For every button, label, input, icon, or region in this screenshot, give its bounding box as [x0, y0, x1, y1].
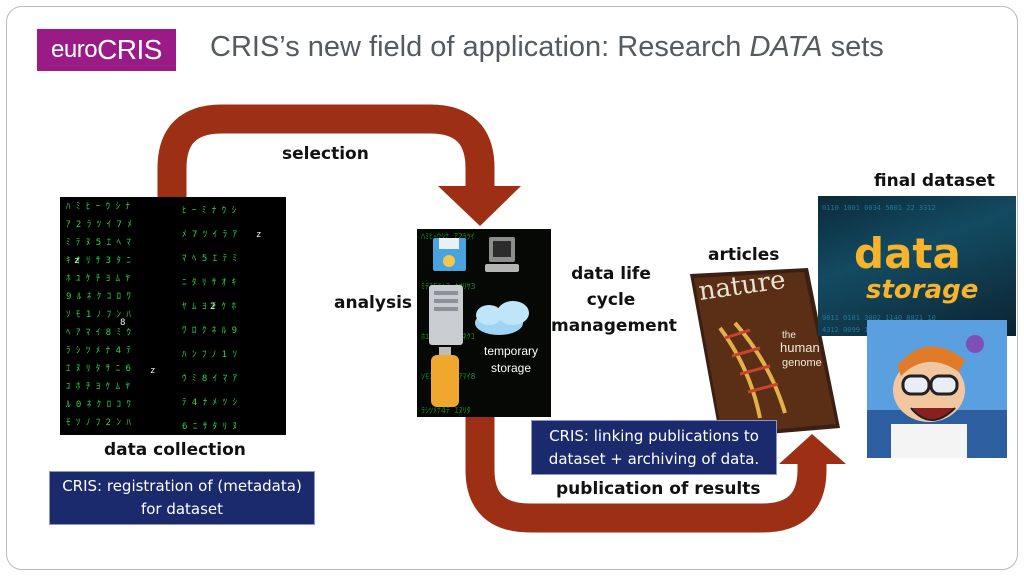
- title-suffix: sets: [822, 31, 884, 63]
- svg-text:ｴ ﾇ ﾘ ﾀ ｻ ﾆ 6: ｴ ﾇ ﾘ ﾀ ｻ ﾆ 6: [66, 363, 131, 374]
- nature-cover-image: nature the human genome: [690, 265, 840, 438]
- svg-text:ﾜ ﾛ ｸ ﾈ ﾙ 9: ﾜ ﾛ ｸ ﾈ ﾙ 9: [182, 325, 237, 336]
- label-articles: articles: [708, 245, 780, 265]
- svg-text:9011 0101 3002 1140 8821 10: 9011 0101 3002 1140 8821 10: [822, 314, 936, 322]
- cloud-icon: [475, 301, 529, 335]
- nature-cover-art: nature the human genome: [690, 265, 840, 438]
- selection-arrowhead: [438, 186, 521, 226]
- server-tower-icon: [429, 285, 463, 345]
- nature-sub-the: the: [782, 330, 796, 341]
- registration-line-1: CRIS: registration of (metadata): [62, 477, 302, 495]
- label-analysis: analysis: [334, 293, 413, 313]
- matrix-glyphs: ﾊ ﾐ ﾋ ｰ ｳ ｼ ﾅ ｱ 2 ﾗ ﾂ ｲ 7 ﾒ ﾐ ﾃ ﾇ 5 ｴ ﾍ …: [66, 201, 261, 432]
- matrix-code-image: ﾊ ﾐ ﾋ ｰ ｳ ｼ ﾅ ｱ 2 ﾗ ﾂ ｲ 7 ﾒ ﾐ ﾃ ﾇ 5 ｴ ﾍ …: [60, 197, 286, 435]
- svg-text:ﾒ 7 ﾂ ｲ ﾗ ｱ: ﾒ 7 ﾂ ｲ ﾗ ｱ: [182, 229, 238, 240]
- logo-part-cris: CRIS: [97, 34, 162, 65]
- floppy-disk-icon: [433, 238, 466, 271]
- svg-text:ﾍ ｱ ﾏ ｲ 8 ﾐ ｳ: ﾍ ｱ ﾏ ｲ 8 ﾐ ｳ: [66, 327, 131, 338]
- label-data-life-cycle: data life cycle management: [551, 261, 677, 339]
- svg-text:ﾙ 0 ﾈ ｸ ﾛ ｺ ﾜ: ﾙ 0 ﾈ ｸ ﾛ ｺ ﾜ: [66, 399, 131, 410]
- svg-text:ﾊﾐﾋｰｳｼﾅ ｱ2ﾗﾂｲ: ﾊﾐﾋｰｳｼﾅ ｱ2ﾗﾂｲ: [421, 232, 475, 241]
- svg-text:ﾓ ｿ ﾉ ﾌ 2 ﾝ ﾊ: ﾓ ｿ ﾉ ﾌ 2 ﾝ ﾊ: [66, 418, 131, 428]
- temporary-storage-line-2: storage: [490, 361, 532, 375]
- label-data-collection: data collection: [104, 440, 246, 460]
- svg-text:z: z: [256, 230, 261, 240]
- svg-text:ﾎ ﾕ ｹ ﾁ ﾖ ﾑ ﾔ: ﾎ ﾕ ｹ ﾁ ﾖ ﾑ ﾔ: [66, 273, 131, 284]
- title-emphasis: DATA: [749, 31, 823, 63]
- data-storage-image: 0110 1001 0034 5601 22 3312 9011 0101 30…: [818, 196, 1016, 336]
- svg-text:ｿ ﾓ 1 ﾉ ﾌ ﾝ ﾊ: ｿ ﾓ 1 ﾉ ﾌ ﾝ ﾊ: [66, 310, 131, 320]
- svg-text:ﾃ 4 ﾅ ﾒ ﾂ ｼ: ﾃ 4 ﾅ ﾒ ﾂ ｼ: [182, 397, 238, 408]
- nature-sub-human: human: [780, 340, 820, 355]
- temporary-storage-line-1: temporary: [483, 344, 539, 358]
- label-publication-of-results: publication of results: [556, 479, 761, 499]
- svg-text:ｳ ﾐ 8 ｲ ﾏ ｱ: ｳ ﾐ 8 ｲ ﾏ ｱ: [182, 373, 238, 384]
- svg-text:ｷ ｵ ﾘ ｻ 3 ﾀ ﾆ: ｷ ｵ ﾘ ｻ 3 ﾀ ﾆ: [66, 255, 131, 266]
- svg-text:z: z: [74, 256, 79, 266]
- svg-text:8: 8: [120, 318, 125, 328]
- cris-registration-box: CRIS: registration of (metadata) for dat…: [49, 471, 315, 525]
- data-storage-art: 0110 1001 0034 5601 22 3312 9011 0101 30…: [822, 204, 978, 334]
- svg-text:ﾗ ｼ ﾂ ﾒ ﾅ 4 ﾃ: ﾗ ｼ ﾂ ﾒ ﾅ 4 ﾃ: [66, 345, 131, 356]
- registration-line-2: for dataset: [140, 500, 224, 518]
- data-life-cycle-line-3: management: [551, 316, 677, 336]
- svg-text:z: z: [150, 366, 155, 376]
- svg-text:ﾆ ﾀ ﾘ ｻ ｵ ｷ: ﾆ ﾀ ﾘ ｻ ｵ ｷ: [182, 277, 237, 288]
- title-prefix: CRIS’s new field of application: Researc…: [210, 31, 750, 63]
- cartoon-scientist-art: [867, 320, 1007, 458]
- linking-line-2: dataset + archiving of data.: [548, 449, 760, 468]
- svg-text:6 ﾆ ｻ ﾀ ﾘ ﾇ: 6 ﾆ ｻ ﾀ ﾘ ﾇ: [182, 421, 237, 432]
- svg-text:ﾏ ﾍ 5 ｴ ﾃ ﾐ: ﾏ ﾍ 5 ｴ ﾃ ﾐ: [182, 253, 237, 264]
- svg-text:ﾗｼﾂﾒﾅ4ﾃ ｴﾇﾘﾀ: ﾗｼﾂﾒﾅ4ﾃ ｴﾇﾘﾀ: [421, 406, 471, 415]
- svg-text:ﾔ ﾑ ﾖ ﾁ ｹ ﾎ: ﾔ ﾑ ﾖ ﾁ ｹ ﾎ: [182, 301, 237, 312]
- data-storage-word-data: data: [854, 229, 961, 278]
- temporary-storage-caption: temporary storage: [472, 343, 550, 377]
- svg-text:ﾐ ﾃ ﾇ 5 ｴ ﾍ ﾏ: ﾐ ﾃ ﾇ 5 ｴ ﾍ ﾏ: [66, 237, 131, 248]
- computer-terminal-icon: [485, 237, 519, 272]
- label-final-dataset: final dataset: [874, 171, 995, 191]
- nature-sub-genome: genome: [782, 357, 822, 369]
- svg-text:ｱ 2 ﾗ ﾂ ｲ 7 ﾒ: ｱ 2 ﾗ ﾂ ｲ 7 ﾒ: [66, 219, 132, 230]
- data-life-cycle-line-1: data life: [571, 264, 651, 284]
- svg-text:ﾊ ﾝ ﾌ ﾉ 1 ｿ: ﾊ ﾝ ﾌ ﾉ 1 ｿ: [182, 350, 238, 360]
- svg-text:2: 2: [210, 302, 215, 312]
- logo-part-euro: euro: [51, 36, 98, 63]
- svg-text:ﾋ ｰ ﾐ ﾅ ｳ ｼ: ﾋ ｰ ﾐ ﾅ ｳ ｼ: [182, 205, 237, 216]
- svg-text:ﾊ ﾐ ﾋ ｰ ｳ ｼ ﾅ: ﾊ ﾐ ﾋ ｰ ｳ ｼ ﾅ: [66, 201, 131, 212]
- cartoon-scientist-image: [867, 320, 1007, 458]
- svg-text:ﾕ ﾎ ﾁ ﾖ ｹ ﾑ ﾔ: ﾕ ﾎ ﾁ ﾖ ｹ ﾑ ﾔ: [66, 381, 131, 392]
- cris-linking-box: CRIS: linking publications to dataset + …: [531, 420, 777, 475]
- publication-arrow: [465, 398, 827, 533]
- slide-title: CRIS’s new field of application: Researc…: [210, 31, 884, 64]
- linking-line-1: CRIS: linking publications to: [549, 426, 759, 445]
- label-selection: selection: [282, 144, 369, 164]
- publication-arrowhead: [779, 434, 846, 464]
- data-life-cycle-line-2: cycle: [586, 290, 636, 310]
- svg-text:9 ﾙ ﾈ ｸ ｺ ﾛ ﾜ: 9 ﾙ ﾈ ｸ ｺ ﾛ ﾜ: [66, 291, 131, 302]
- data-storage-word-storage: storage: [866, 275, 978, 305]
- selection-arrow: [157, 104, 495, 264]
- usb-drive-icon: [431, 347, 459, 407]
- svg-text:0110 1001 0034 5601 22 3312: 0110 1001 0034 5601 22 3312: [822, 204, 936, 212]
